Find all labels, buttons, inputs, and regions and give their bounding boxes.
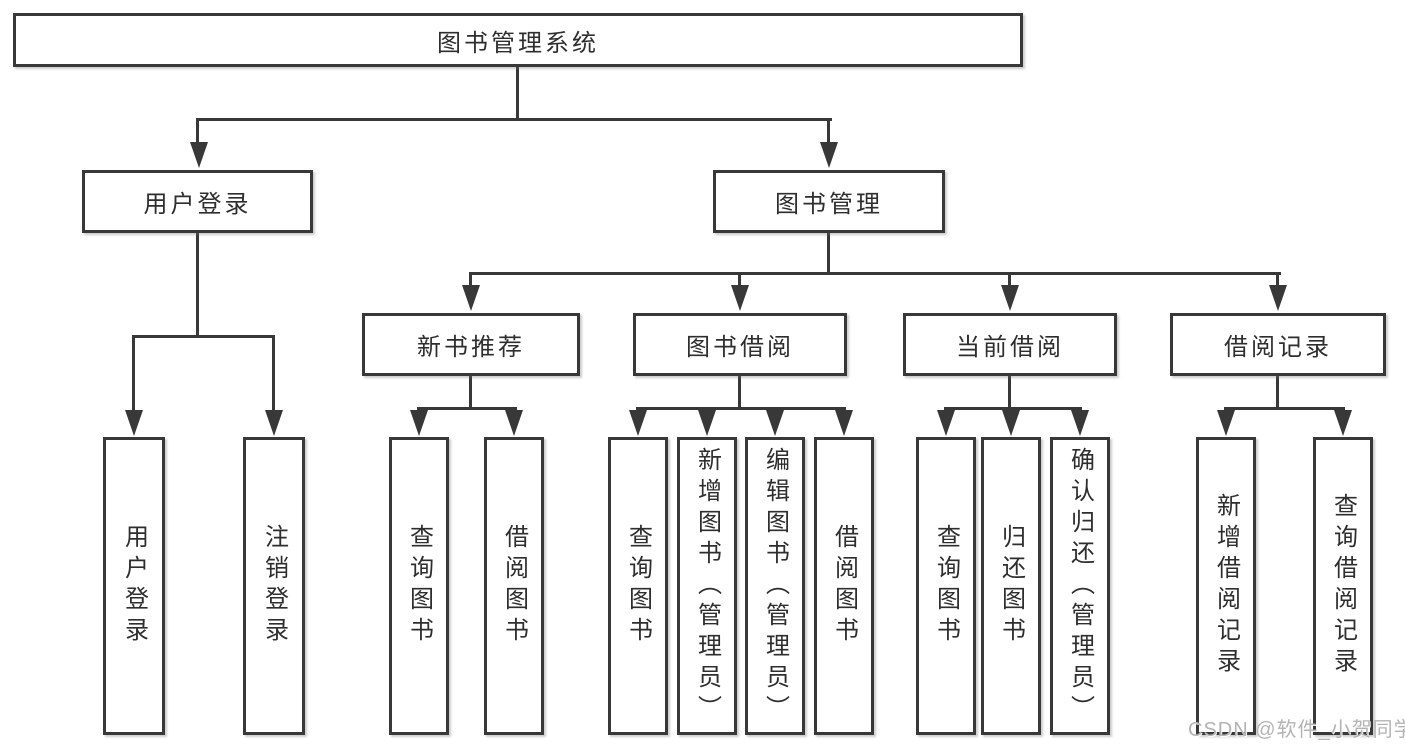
node-label: 确认归还（管理员）: [1066, 446, 1094, 726]
arrow-down-icon: [1269, 285, 1287, 311]
leaf-return-books: 归还图书: [981, 437, 1041, 735]
node-label: 注销登录: [260, 524, 288, 648]
node-label: 借阅记录: [1224, 334, 1332, 361]
connector-root-drop: [516, 67, 519, 121]
arrow-down-icon: [1334, 410, 1352, 436]
leaf-borrow-books-borrowing: 借阅图书: [814, 437, 874, 735]
node-label: 图书管理系统: [437, 29, 599, 57]
arrow-down-icon: [731, 285, 749, 311]
node-label: 新增借阅记录: [1212, 493, 1240, 679]
connector-bus-book-borrow: [636, 407, 846, 410]
arrow-down-icon: [505, 410, 523, 436]
arrow-down-icon: [190, 142, 208, 168]
arrow-down-icon: [1071, 410, 1089, 436]
arrow-down-icon: [462, 285, 480, 311]
arrow-down-icon: [410, 410, 428, 436]
node-borrowing-records: 借阅记录: [1170, 313, 1386, 376]
node-label: 当前借阅: [956, 334, 1064, 361]
arrow-down-icon: [835, 410, 853, 436]
leaf-edit-books-admin: 编辑图书（管理员）: [745, 437, 805, 735]
connector-stem-book-borrow: [738, 272, 741, 288]
connector-book-borrow-drop: [738, 376, 741, 410]
connector-bus-user-login: [132, 335, 275, 338]
node-current-borrowing: 当前借阅: [903, 313, 1117, 376]
arrow-down-icon: [1002, 410, 1020, 436]
connector-stem-user-login: [196, 118, 199, 146]
leaf-logout: 注销登录: [243, 437, 305, 735]
leaf-query-borrow-record: 查询借阅记录: [1313, 437, 1373, 735]
connector-current-borrow-drop: [1008, 376, 1011, 410]
connector-bus-current-borrow: [944, 407, 1082, 410]
connector-stem-borrow-records: [1276, 272, 1279, 288]
leaf-add-books-admin: 新增图书（管理员）: [677, 437, 737, 735]
node-label: 查询图书: [624, 524, 652, 648]
node-label: 新增图书（管理员）: [693, 446, 721, 726]
connector-book-management-drop: [827, 233, 830, 275]
node-label: 编辑图书（管理员）: [761, 446, 789, 726]
connector-stem-current-borrow: [1008, 272, 1011, 288]
leaf-query-books-recommend: 查询图书: [389, 437, 449, 735]
arrow-down-icon: [629, 410, 647, 436]
arrow-down-icon: [265, 410, 283, 436]
connector-stem-new-book: [469, 272, 472, 288]
node-label: 查询图书: [932, 524, 960, 648]
leaf-add-borrow-record: 新增借阅记录: [1196, 437, 1256, 735]
connector-stem-leaf-logout: [272, 335, 275, 412]
node-user-login: 用户登录: [82, 170, 313, 233]
node-label: 图书借阅: [686, 334, 794, 361]
arrow-down-icon: [125, 410, 143, 436]
node-label: 用户登录: [120, 524, 148, 648]
connector-bus-level2: [469, 272, 1281, 275]
node-label: 新书推荐: [417, 334, 525, 361]
leaf-query-books-current: 查询图书: [916, 437, 976, 735]
connector-stem-leaf-user-login: [132, 335, 135, 412]
connector-user-login-drop: [196, 233, 199, 337]
node-new-book-recommend: 新书推荐: [362, 313, 580, 376]
node-label: 查询图书: [405, 524, 433, 648]
leaf-confirm-return-admin: 确认归还（管理员）: [1050, 437, 1110, 735]
connector-bus-borrow-records: [1224, 407, 1345, 410]
arrow-down-icon: [820, 142, 838, 168]
node-book-management: 图书管理: [713, 170, 945, 233]
node-book-borrowing: 图书借阅: [633, 313, 847, 376]
node-label: 用户登录: [143, 191, 252, 218]
arrow-down-icon: [698, 410, 716, 436]
node-label: 归还图书: [997, 524, 1025, 648]
connector-bus-level1: [198, 118, 832, 121]
node-label: 借阅图书: [500, 524, 528, 648]
leaf-borrow-books-recommend: 借阅图书: [484, 437, 544, 735]
node-library-management-system: 图书管理系统: [13, 13, 1023, 67]
node-label: 查询借阅记录: [1329, 493, 1357, 679]
leaf-query-books-borrowing: 查询图书: [608, 437, 668, 735]
node-label: 图书管理: [775, 191, 883, 218]
watermark-text: CSDN @软件_小贺同学: [1188, 719, 1405, 741]
node-label: 借阅图书: [830, 524, 858, 648]
leaf-user-login: 用户登录: [103, 437, 165, 735]
arrow-down-icon: [1001, 285, 1019, 311]
connector-bus-new-book: [417, 407, 517, 410]
connector-stem-book-management: [827, 118, 830, 146]
connector-borrow-records-drop: [1276, 376, 1279, 410]
arrow-down-icon: [937, 410, 955, 436]
arrow-down-icon: [766, 410, 784, 436]
connector-new-book-drop: [469, 376, 472, 410]
arrow-down-icon: [1217, 410, 1235, 436]
